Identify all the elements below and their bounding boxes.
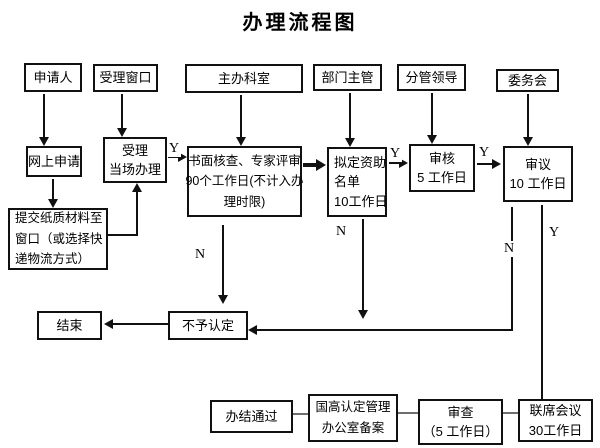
- node-label: 主办科室: [217, 70, 270, 86]
- label-yes: Y: [477, 145, 492, 161]
- node-label: 网上申请: [28, 153, 81, 169]
- node-label: 分管领导: [405, 69, 458, 85]
- node-label: 联席会议: [529, 403, 582, 418]
- node-label: 受理窗口: [99, 70, 152, 86]
- node-label: 90个工作日(不计入办: [185, 174, 304, 189]
- node-label: 书面核查、专家评审: [188, 153, 301, 168]
- node-label: 理时限): [223, 194, 266, 209]
- label-no: N: [502, 241, 517, 257]
- label-no: N: [193, 247, 208, 263]
- node-label: 当场办理: [108, 162, 161, 177]
- node-completed: 办结通过: [210, 400, 293, 433]
- node-leader-in-charge: 分管领导: [397, 64, 466, 91]
- node-joint-meeting: 联席会议 30工作日: [518, 399, 593, 442]
- label-yes: Y: [388, 146, 403, 162]
- node-label: 受理: [121, 142, 148, 158]
- node-label: 审查: [447, 404, 474, 420]
- node-host-department: 主办科室: [185, 64, 303, 93]
- node-label: 递物流方式）: [15, 252, 91, 267]
- node-department-head: 部门主管: [313, 64, 382, 91]
- node-label: 不予认定: [181, 317, 234, 333]
- node-label: 名单: [334, 174, 361, 190]
- node-label: 审议: [524, 156, 551, 172]
- node-document-review: 书面核查、专家评审 90个工作日(不计入办 理时限): [185, 146, 304, 217]
- node-label: 窗口（或选择快: [15, 231, 103, 246]
- node-label: 办结通过: [225, 408, 278, 424]
- node-label: 30工作日: [528, 422, 583, 438]
- node-label: 拟定资助: [334, 154, 387, 170]
- node-label: 结束: [56, 317, 83, 333]
- node-draft-funding-list: 拟定资助 名单 10工作日: [327, 147, 387, 217]
- node-label: 申请人: [33, 69, 73, 85]
- node-label: 委务会: [507, 72, 547, 88]
- node-label: 部门主管: [321, 69, 374, 85]
- node-accept-onsite: 受理 当场办理: [103, 137, 167, 183]
- node-label: 审核: [428, 150, 455, 166]
- label-no: N: [334, 224, 349, 240]
- node-label: 10工作日: [334, 193, 388, 209]
- node-submit-paper: 提交纸质材料至 窗口（或选择快 递物流方式）: [8, 208, 108, 270]
- node-label: 办公室备案: [321, 421, 385, 435]
- node-online-application: 网上申请: [26, 146, 82, 177]
- node-committee: 委务会: [496, 69, 559, 92]
- node-label: （5 工作日）: [422, 424, 499, 439]
- page-title: 办理流程图: [242, 12, 358, 34]
- node-examination: 审查 （5 工作日）: [418, 399, 503, 445]
- label-yes: Y: [167, 141, 182, 157]
- node-label: 5 工作日: [417, 170, 467, 185]
- node-not-approved: 不予认定: [168, 311, 248, 340]
- node-filing-office: 国高认定管理 办公室备案: [308, 394, 398, 442]
- node-label: 10 工作日: [509, 176, 567, 191]
- node-deliberation: 审议 10 工作日: [503, 146, 573, 202]
- node-label: 国高认定管理: [315, 400, 391, 415]
- node-end: 结束: [37, 311, 102, 340]
- node-audit: 审核 5 工作日: [409, 144, 475, 192]
- node-acceptance-window: 受理窗口: [93, 64, 158, 92]
- node-label: 提交纸质材料至: [15, 211, 103, 226]
- node-applicant: 申请人: [24, 63, 82, 92]
- label-yes: Y: [547, 225, 562, 241]
